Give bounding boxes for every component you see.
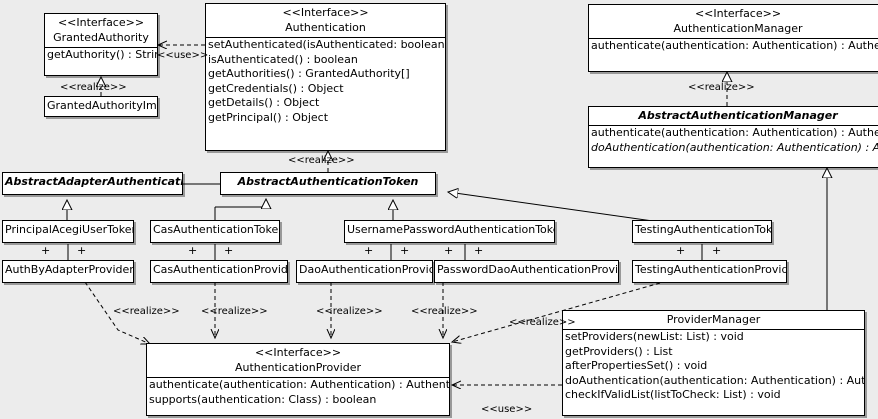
- assoc-plus-principal-token: +: [41, 244, 51, 257]
- label-realize-testing-authentication-provider: <<realize>>: [509, 317, 576, 328]
- class-authentication-manager[interactable]: <<Interface>> AuthenticationManager auth…: [588, 4, 878, 72]
- authentication-provider-name: AuthenticationProvider: [234, 361, 362, 374]
- method-get-details: getDetails() : Object: [208, 96, 320, 109]
- class-password-dao-authentication-provider[interactable]: PasswordDaoAuthenticationProvider: [434, 260, 619, 283]
- testing-authentication-token-name: TestingAuthenticationToken: [635, 223, 772, 236]
- cas-authentication-token-name: CasAuthenticationToken: [153, 223, 280, 236]
- class-abstract-authentication-manager[interactable]: AbstractAuthenticationManager authentica…: [588, 106, 878, 168]
- assoc-plus-cas-provider: +: [224, 244, 234, 257]
- granted-authority-name: GrantedAuthority: [53, 31, 149, 44]
- cas-authentication-provider-name: CasAuthenticationProvider: [153, 263, 288, 276]
- label-realize-password-dao-authentication-provider: <<realize>>: [411, 306, 478, 317]
- label-realize-abstract-authentication-manager: <<realize>>: [688, 82, 755, 93]
- method-get-credentials: getCredentials() : Object: [208, 81, 344, 95]
- authentication-methods: setAuthenticated(isAuthenticated: boolea…: [206, 37, 445, 125]
- label-use-provider-manager: <<use>>: [481, 404, 533, 415]
- class-principal-acegi-user-token[interactable]: PrincipalAcegiUserToken: [2, 220, 134, 243]
- label-realize-granted-authority-impl: <<realize>>: [60, 82, 127, 93]
- authentication-provider-methods: authenticate(authentication: Authenticat…: [147, 377, 449, 407]
- method-check-if-valid-list: checkIfValidList(listToCheck: List) : vo…: [565, 388, 781, 401]
- class-username-password-authentication-token[interactable]: UsernamePasswordAuthenticationToken: [344, 220, 555, 243]
- class-testing-authentication-provider[interactable]: TestingAuthenticationProvider: [632, 260, 787, 283]
- authentication-manager-header: <<Interface>> AuthenticationManager: [589, 5, 878, 38]
- method-supports: supports(authentication: Class) : boolea…: [149, 392, 377, 406]
- assoc-plus-auth-by-adapter: +: [77, 244, 87, 257]
- method-set-providers: setProviders(newList: List) : void: [565, 330, 744, 343]
- testing-authentication-provider-name: TestingAuthenticationProvider: [635, 263, 787, 276]
- label-realize-abstract-authentication-token: <<realize>>: [288, 155, 355, 166]
- provider-manager-header: ProviderManager: [563, 311, 864, 329]
- method-do-authentication: doAuthentication(authentication: Authent…: [565, 373, 865, 387]
- authentication-provider-header: <<Interface>> AuthenticationProvider: [147, 344, 449, 377]
- dao-authentication-provider-name: DaoAuthenticationProvider: [299, 263, 433, 276]
- granted-authority-methods: getAuthority() : String: [45, 47, 157, 63]
- class-abstract-authentication-token[interactable]: AbstractAuthenticationToken: [220, 172, 436, 195]
- class-auth-by-adapter-provider[interactable]: AuthByAdapterProvider: [2, 260, 134, 283]
- abstract-authentication-manager-header: AbstractAuthenticationManager: [589, 107, 878, 125]
- class-abstract-adapter-authentication-token[interactable]: AbstractAdapterAuthenticationToken: [2, 172, 183, 195]
- class-authentication-provider[interactable]: <<Interface>> AuthenticationProvider aut…: [146, 343, 450, 416]
- authentication-manager-name: AuthenticationManager: [673, 22, 803, 35]
- granted-authority-stereotype: <<Interface>>: [57, 16, 145, 29]
- authentication-header: <<Interface>> Authentication: [206, 4, 445, 37]
- assoc-plus-username-token-left: +: [364, 244, 374, 257]
- method-after-properties-set: afterPropertiesSet() : void: [565, 359, 708, 372]
- principal-acegi-user-token-name: PrincipalAcegiUserToken: [5, 223, 134, 236]
- class-authentication[interactable]: <<Interface>> Authentication setAuthenti…: [205, 3, 446, 151]
- method-authenticate: authenticate(authentication: Authenticat…: [149, 378, 450, 391]
- method-do-authentication: doAuthentication(authentication: Authent…: [591, 140, 878, 154]
- method-get-authorities: getAuthorities() : GrantedAuthority[]: [208, 67, 410, 80]
- method-set-authenticated: setAuthenticated(isAuthenticated: boolea…: [208, 38, 446, 51]
- granted-authority-header: <<Interface>> GrantedAuthority: [45, 14, 157, 47]
- abstract-authentication-manager-name: AbstractAuthenticationManager: [638, 109, 838, 122]
- assoc-plus-cas-token: +: [188, 244, 198, 257]
- abstract-authentication-manager-methods: authenticate(authentication: Authenticat…: [589, 125, 878, 155]
- class-provider-manager[interactable]: ProviderManager setProviders(newList: Li…: [562, 310, 865, 416]
- authentication-stereotype: <<Interface>>: [282, 6, 369, 19]
- assoc-plus-username-token-right: +: [444, 244, 454, 257]
- provider-manager-name: ProviderManager: [666, 313, 761, 326]
- abstract-adapter-authentication-token-name: AbstractAdapterAuthenticationToken: [5, 175, 182, 188]
- label-realize-cas-authentication-provider: <<realize>>: [201, 306, 268, 317]
- authentication-provider-stereotype: <<Interface>>: [254, 346, 342, 359]
- method-is-authenticated: isAuthenticated() : boolean: [208, 52, 358, 66]
- assoc-plus-testing-token: +: [676, 244, 686, 257]
- auth-by-adapter-provider-name: AuthByAdapterProvider: [5, 263, 134, 276]
- assoc-plus-testing-provider: +: [712, 244, 722, 257]
- authentication-name: Authentication: [285, 21, 366, 34]
- label-realize-dao-authentication-provider: <<realize>>: [316, 306, 383, 317]
- assoc-plus-dao-provider: +: [400, 244, 410, 257]
- label-use-granted-authority: <<use>>: [157, 50, 209, 61]
- authentication-manager-methods: authenticate(authentication: Authenticat…: [589, 38, 878, 54]
- password-dao-authentication-provider-name: PasswordDaoAuthenticationProvider: [437, 263, 619, 276]
- method-get-principal: getPrincipal() : Object: [208, 110, 329, 124]
- username-password-authentication-token-name: UsernamePasswordAuthenticationToken: [347, 223, 555, 236]
- class-granted-authority-impl[interactable]: GrantedAuthorityImpl: [44, 96, 158, 117]
- provider-manager-methods: setProviders(newList: List) : void getPr…: [563, 329, 864, 403]
- class-cas-authentication-provider[interactable]: CasAuthenticationProvider: [150, 260, 288, 283]
- class-testing-authentication-token[interactable]: TestingAuthenticationToken: [632, 220, 772, 243]
- granted-authority-impl-name: GrantedAuthorityImpl: [47, 99, 158, 112]
- abstract-authentication-token-name: AbstractAuthenticationToken: [237, 175, 419, 188]
- class-dao-authentication-provider[interactable]: DaoAuthenticationProvider: [296, 260, 433, 283]
- authentication-manager-stereotype: <<Interface>>: [694, 7, 782, 20]
- method-get-authority: getAuthority() : String: [47, 48, 158, 61]
- assoc-plus-password-dao-provider: +: [474, 244, 484, 257]
- method-authenticate: authenticate(authentication: Authenticat…: [591, 39, 878, 52]
- class-granted-authority[interactable]: <<Interface>> GrantedAuthority getAuthor…: [44, 13, 158, 76]
- method-authenticate: authenticate(authentication: Authenticat…: [591, 126, 878, 139]
- class-cas-authentication-token[interactable]: CasAuthenticationToken: [150, 220, 280, 243]
- label-realize-auth-by-adapter-provider: <<realize>>: [113, 306, 180, 317]
- method-get-providers: getProviders() : List: [565, 344, 673, 358]
